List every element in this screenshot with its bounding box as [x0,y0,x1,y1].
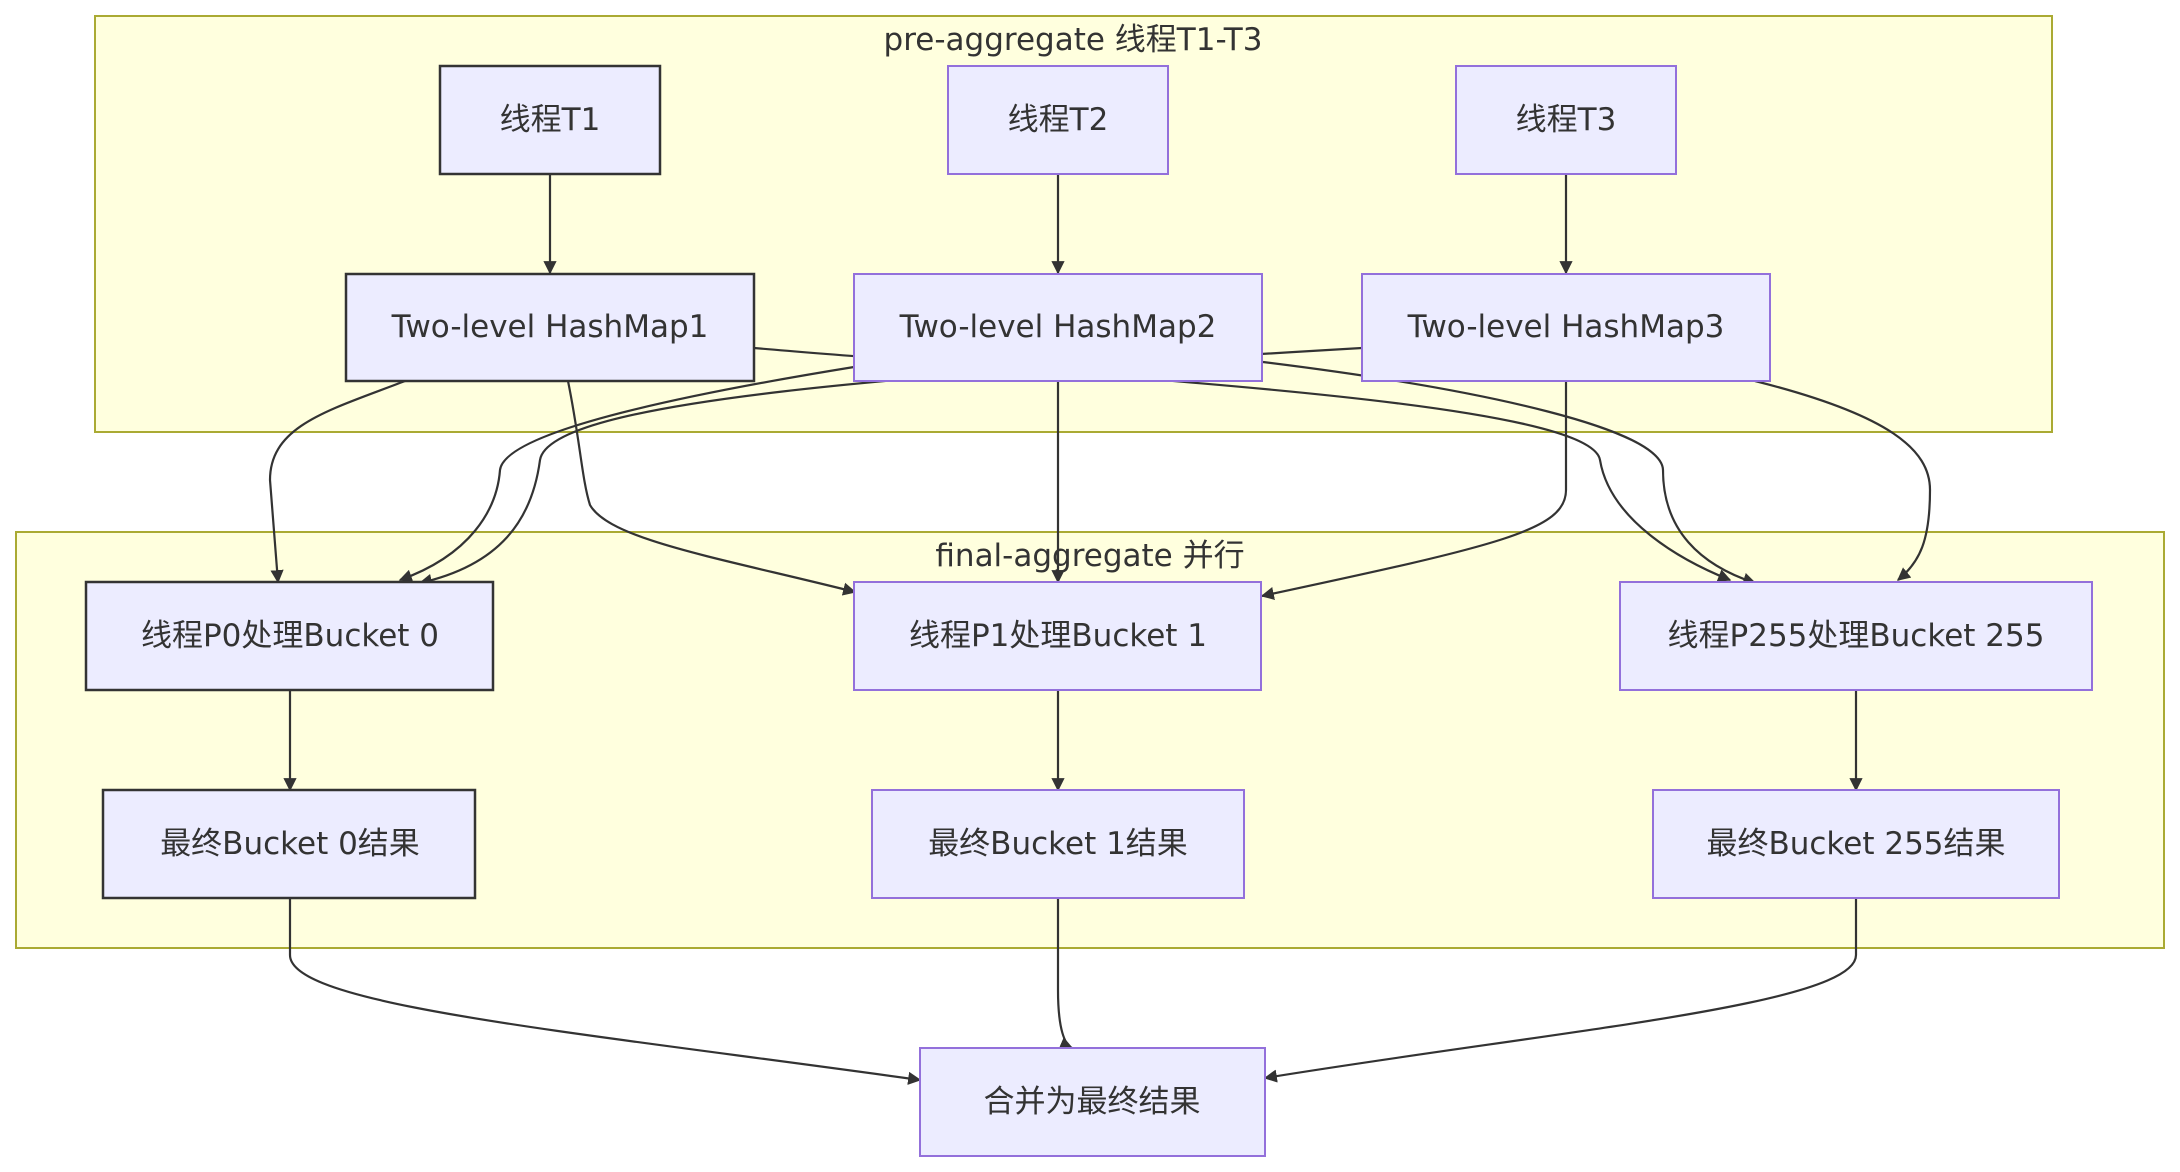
edges [268,174,1932,1085]
node-t1[interactable]: 线程T1 [438,64,662,176]
node-result1-label: 最终Bucket 1结果 [928,826,1188,862]
edge-hm2-p255 [1262,360,1757,586]
node-hashmap2-box [853,273,1263,382]
node-hashmap3-label: Two-level HashMap3 [1407,309,1725,345]
edge-hm3-p1 [1260,381,1568,600]
cluster-final-aggregate-label: final-aggregate 并行 [935,538,1244,574]
node-hashmap1-box [344,272,756,383]
node-result1-box [871,789,1245,899]
node-merge[interactable]: 合并为最终结果 [919,1047,1266,1157]
edge-hm1-p0 [268,379,406,584]
node-result255[interactable]: 最终Bucket 255结果 [1652,789,2060,899]
node-t2-label: 线程T2 [1008,102,1109,138]
node-t2[interactable]: 线程T2 [947,65,1169,175]
node-p0-box [84,580,495,692]
node-t3-label: 线程T3 [1516,102,1617,138]
edge-r0-merge [288,898,922,1085]
node-p1[interactable]: 线程P1处理Bucket 1 [853,581,1262,691]
node-hashmap3-box [1361,273,1771,382]
node-p0-label: 线程P0处理Bucket 0 [141,618,439,654]
node-t3[interactable]: 线程T3 [1455,65,1677,175]
node-p1-box [853,581,1262,691]
node-hashmap1-label: Two-level HashMap1 [391,309,709,345]
node-t1-label: 线程T1 [500,102,601,138]
node-t3-box [1455,65,1677,175]
node-result1[interactable]: 最终Bucket 1结果 [871,789,1245,899]
cluster-pre-aggregate-label: pre-aggregate 线程T1-T3 [884,22,1263,58]
node-hashmap2-label: Two-level HashMap2 [899,309,1217,345]
node-result0-box [101,788,477,900]
edge-hm1-p1 [566,380,857,596]
node-result0[interactable]: 最终Bucket 0结果 [101,788,477,900]
node-result255-label: 最终Bucket 255结果 [1706,826,2005,862]
node-hashmap3[interactable]: Two-level HashMap3 [1361,273,1771,382]
node-t1-box [438,64,662,176]
node-p1-label: 线程P1处理Bucket 1 [909,618,1207,654]
node-p255-label: 线程P255处理Bucket 255 [1668,618,2045,654]
node-merge-box [919,1047,1266,1157]
node-merge-label: 合并为最终结果 [984,1084,1201,1120]
node-hashmap2[interactable]: Two-level HashMap2 [853,273,1263,382]
edge-r1-merge [1056,898,1074,1050]
node-result255-box [1652,789,2060,899]
edge-hm3-p255 [1754,379,1932,581]
node-p255[interactable]: 线程P255处理Bucket 255 [1619,581,2093,691]
node-result0-label: 最终Bucket 0结果 [160,826,420,862]
node-hashmap1[interactable]: Two-level HashMap1 [344,272,756,383]
node-t2-box [947,65,1169,175]
node-p0[interactable]: 线程P0处理Bucket 0 [84,580,495,692]
node-p255-box [1619,581,2093,691]
edge-r255-merge [1263,898,1858,1083]
edge-hm2-p0 [398,365,855,583]
